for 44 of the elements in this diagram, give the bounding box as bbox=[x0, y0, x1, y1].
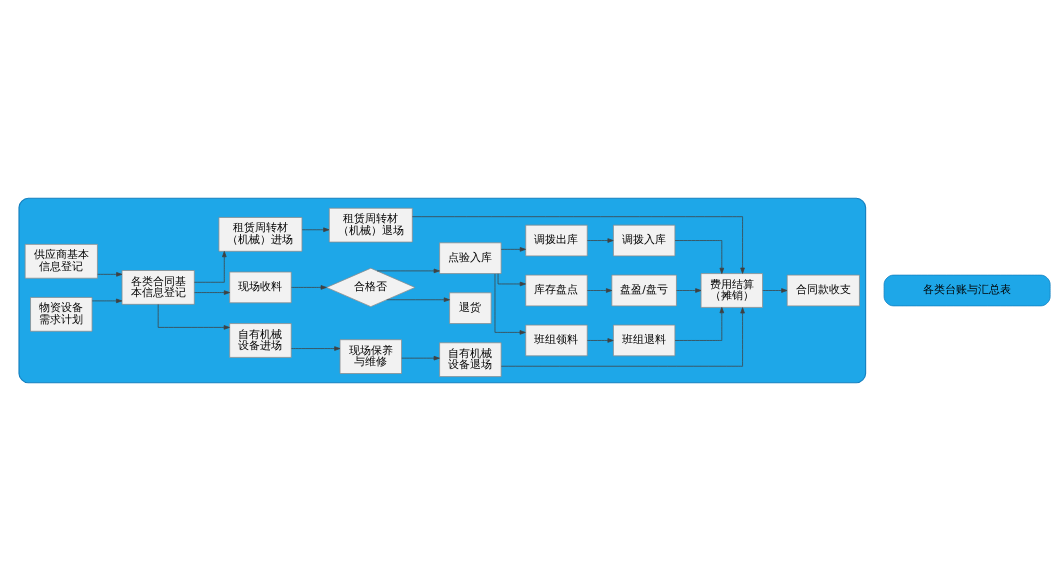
node-box: 调拨入库 bbox=[613, 224, 676, 256]
arrow bbox=[497, 272, 526, 286]
node-box: 库存盘点 bbox=[525, 274, 588, 306]
node-box: 现场保养与维修 bbox=[339, 338, 402, 374]
arrow bbox=[587, 287, 613, 293]
node-box: 盘盈/盘亏 bbox=[611, 274, 677, 306]
node-box: 物资设备需求计划 bbox=[30, 296, 93, 332]
arrow bbox=[91, 298, 123, 303]
arrow bbox=[291, 284, 327, 290]
node-box: 各类台账与汇总表 bbox=[883, 274, 1051, 306]
node-box: 班组领料 bbox=[525, 324, 588, 356]
arrow bbox=[301, 227, 330, 232]
arrow bbox=[494, 273, 526, 335]
arrow bbox=[587, 337, 614, 343]
node-box: 租赁周转材（机械）退场 bbox=[328, 207, 413, 242]
arrow bbox=[157, 303, 230, 330]
node-box: 退货 bbox=[449, 291, 492, 324]
node-box: 自有机械设备进场 bbox=[229, 322, 292, 358]
node-box: 自有机械设备退场 bbox=[439, 341, 502, 377]
arrow bbox=[401, 355, 440, 360]
arrow bbox=[291, 345, 341, 351]
node-box: 费用结算（摊销） bbox=[700, 272, 763, 308]
cluster bbox=[18, 197, 867, 383]
arrow bbox=[376, 268, 440, 273]
arrow bbox=[500, 246, 526, 252]
node-box: 合同款收支 bbox=[786, 274, 860, 306]
node-box: 租赁周转材（机械）进场 bbox=[218, 216, 303, 252]
arrow bbox=[386, 296, 450, 302]
arrow bbox=[587, 237, 614, 243]
node-box: 调拨出库 bbox=[525, 224, 588, 256]
arrow bbox=[193, 250, 227, 283]
node-box: 各类合同基本信息登记 bbox=[121, 269, 195, 305]
arrow bbox=[676, 287, 702, 293]
node-box: 班组退料 bbox=[613, 324, 676, 356]
node-box: 现场收料 bbox=[229, 271, 292, 303]
node-box: 点验入库 bbox=[439, 241, 502, 274]
node-box: 供应商基本信息登记 bbox=[24, 243, 98, 279]
arrow bbox=[500, 306, 745, 367]
arrow bbox=[194, 289, 231, 295]
arrow bbox=[674, 306, 725, 341]
arrow bbox=[762, 287, 788, 293]
arrow bbox=[97, 271, 123, 277]
node-diamond: 合格否 bbox=[326, 267, 416, 307]
arrow bbox=[674, 239, 725, 274]
